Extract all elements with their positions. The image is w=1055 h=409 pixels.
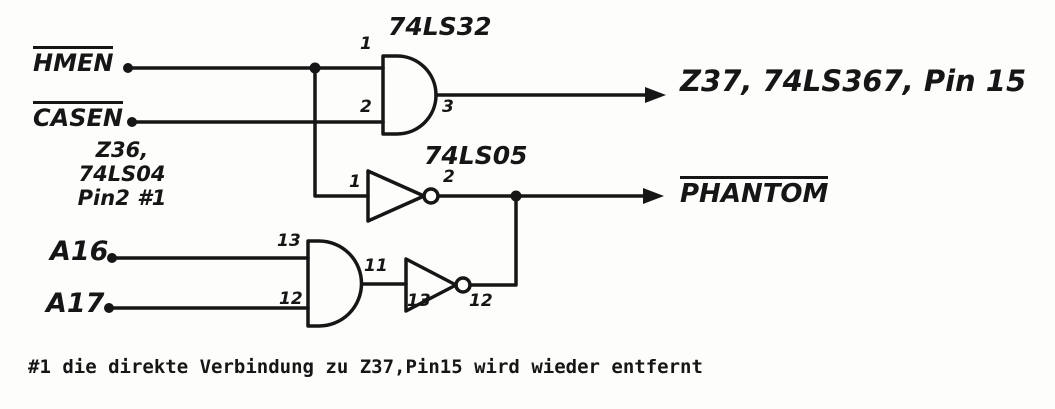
wire-inv2-to-phantom xyxy=(468,194,518,287)
phantom-label: PHANTOM xyxy=(680,176,829,208)
wire-hmen-tap xyxy=(313,66,370,198)
or-gate xyxy=(381,54,438,136)
casen-label: CASEN xyxy=(33,101,123,131)
casen-text: CASEN xyxy=(33,101,123,131)
terminal-dot-hmen xyxy=(123,63,133,73)
inverter-2 xyxy=(404,257,458,313)
chip-label-74ls32: 74LS32 xyxy=(388,12,492,41)
pin-or-out: 3 xyxy=(442,97,454,117)
note-z36-line3: Pin2 #1 xyxy=(77,186,167,211)
phantom-text: PHANTOM xyxy=(680,176,829,208)
pin-or-in2: 2 xyxy=(360,97,372,117)
pin-inv1-out: 2 xyxy=(443,167,455,187)
arrowhead-phantom xyxy=(643,188,664,204)
pin-and-in2: 12 xyxy=(279,289,303,309)
output-label-z37: Z37, 74LS367, Pin 15 xyxy=(680,64,1027,98)
junction-dot-hmen xyxy=(309,62,321,74)
a17-label: A17 xyxy=(46,288,105,319)
note-z36-line2: 74LS04 xyxy=(78,162,166,187)
note-z36-line1: Z36, xyxy=(95,138,149,162)
pin-inv1-in: 1 xyxy=(349,172,361,192)
pin-or-in1: 1 xyxy=(360,34,372,54)
pin-inv2-in: 13 xyxy=(407,291,431,311)
junction-dot-phantom xyxy=(510,190,522,202)
terminal-dot-casen xyxy=(127,117,137,127)
note-z36: Z36, 74LS04 Pin2 #1 xyxy=(52,138,192,210)
inverter-1-bubble xyxy=(422,187,440,205)
and-gate xyxy=(306,239,364,328)
pin-and-out: 11 xyxy=(364,256,388,276)
chip-label-74ls05: 74LS05 xyxy=(424,141,528,170)
arrowhead-z37 xyxy=(645,87,666,103)
hmen-label: HMEN xyxy=(33,46,114,76)
inverter-2-bubble xyxy=(454,276,472,294)
hmen-text: HMEN xyxy=(33,46,114,76)
footnote: #1 die direkte Verbindung zu Z37,Pin15 w… xyxy=(28,356,703,378)
pin-and-in1: 13 xyxy=(277,231,301,251)
a16-label: A16 xyxy=(50,236,109,267)
pin-inv2-out: 12 xyxy=(469,291,493,311)
terminal-dot-a17 xyxy=(104,303,114,313)
terminal-dot-a16 xyxy=(107,253,117,263)
inverter-1 xyxy=(366,169,426,223)
